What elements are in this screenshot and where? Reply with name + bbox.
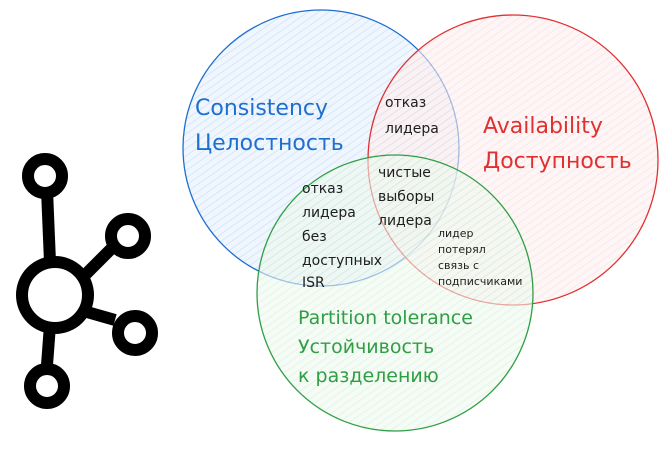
partition-label-ru-2: к разделению (298, 365, 439, 387)
partition-circle (256, 154, 534, 432)
partition-label-ru-1: Устойчивость (298, 336, 434, 358)
cp-text-4: доступных (302, 253, 382, 269)
cp-text-2: лидера (302, 205, 356, 221)
cp-text-3: без (302, 229, 327, 245)
cap-text-2: выборы (378, 189, 434, 205)
availability-label-en: Availability (483, 114, 603, 139)
availability-label-ru: Доступность (483, 149, 632, 174)
consistency-label-ru: Целостность (195, 131, 344, 156)
cp-text-5: ISR (302, 275, 325, 291)
ap-text-4: подписчиками (438, 275, 522, 288)
cp-text-1: отказ (302, 181, 343, 197)
ap-text-3: связь с (438, 259, 479, 272)
partition-label-en: Partition tolerance (298, 307, 473, 329)
cap-text-3: лидера (378, 213, 432, 229)
kafka-logo (16, 153, 158, 409)
consistency-label-en: Consistency (195, 96, 328, 121)
ap-text-1: лидер (438, 227, 474, 240)
cap-text-1: чистые (378, 165, 431, 181)
ca-text-1: отказ (385, 95, 426, 111)
ca-text-2: лидера (385, 121, 439, 137)
ap-text-2: потерял (438, 243, 486, 256)
